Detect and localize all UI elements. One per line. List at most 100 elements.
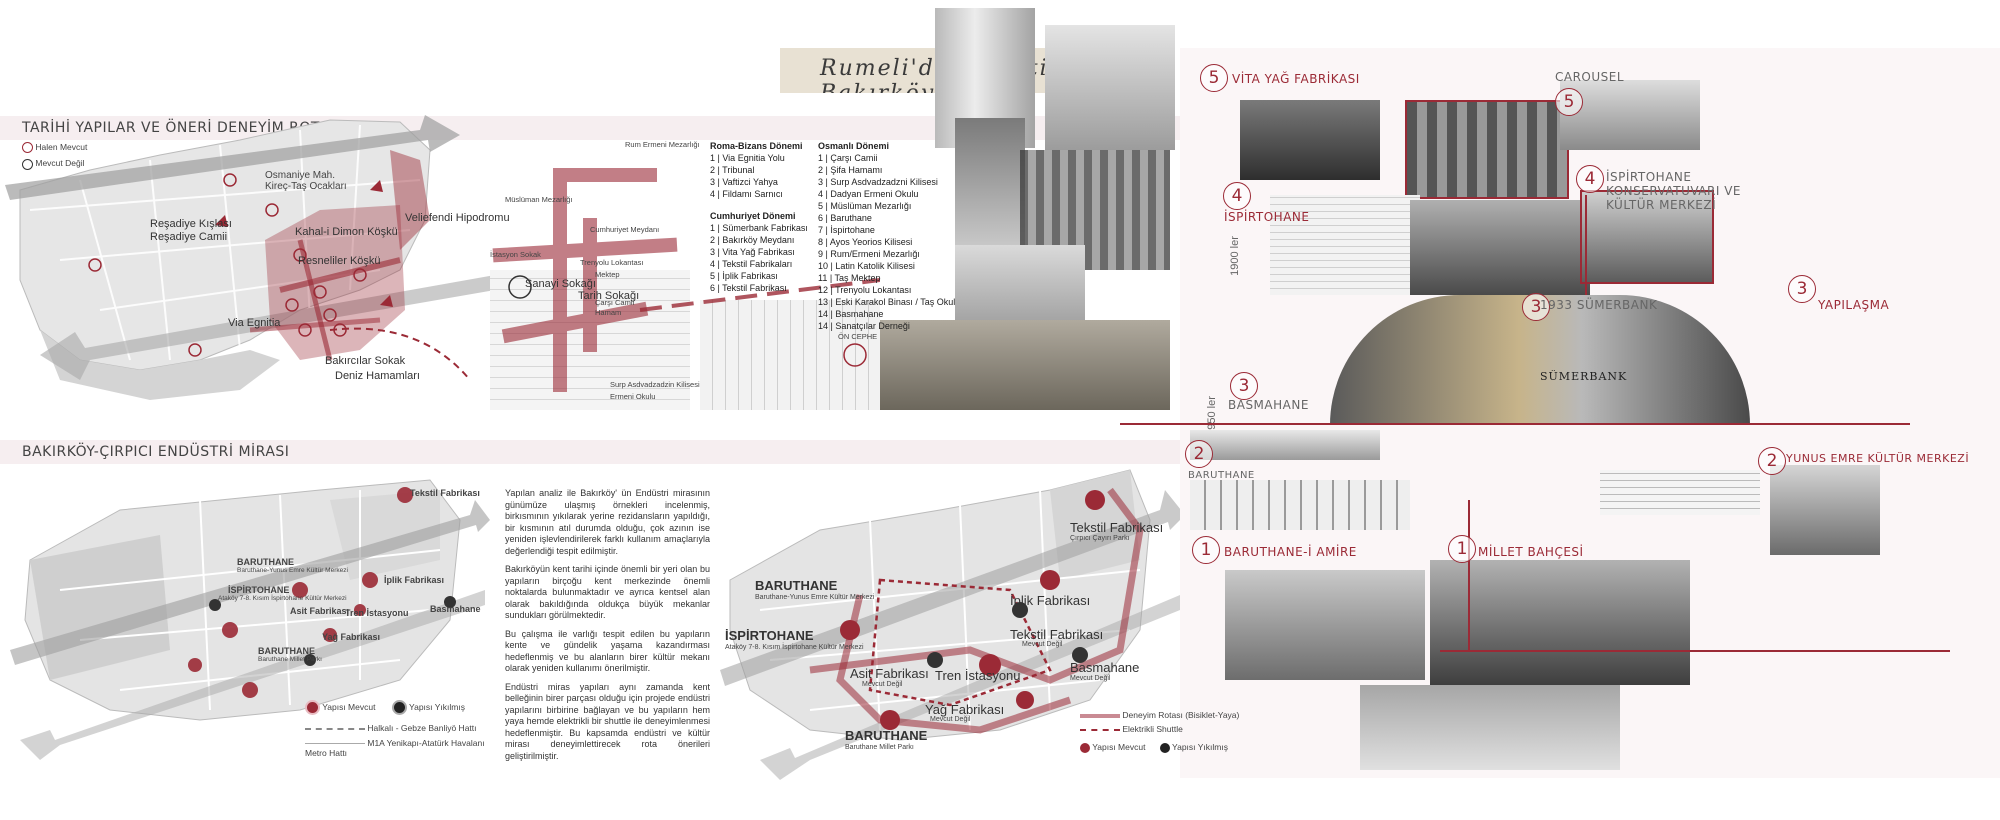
legend-item-route: Deneyim Rotası (Bisiklet-Yaya) (1080, 710, 1239, 720)
list-item: 13 | Eski Karakol Binası / Taş Okul (818, 297, 956, 307)
industrial-map-1 (10, 479, 490, 760)
legend-item-demolished: Yapısı Yıkılmış (1159, 742, 1228, 753)
metro-line-icon (305, 743, 365, 745)
timeline-title: VİTA YAĞ FABRİKASI (1232, 72, 1360, 86)
carousel-photo (1560, 80, 1700, 150)
ind-map2-label: Basmahane (1070, 660, 1140, 675)
ind-map1-label: İSPİRTOHANE (228, 585, 290, 595)
mosque-photo (1045, 25, 1175, 150)
vita-factory-photo (1240, 100, 1380, 180)
route-line-icon (1080, 713, 1120, 718)
ind-map2-label: Mevcut Değil (1070, 675, 1111, 682)
list-item: 12 | Trenyolu Lokantası (818, 285, 912, 295)
timeline-number: 5 (1555, 88, 1583, 116)
legend-item-rail: Halkalı - Gebze Banliyö Hattı (305, 723, 495, 733)
ind-map2-label: Asit Fabrikası (850, 666, 929, 681)
ind-map1-label: Baruthane-Yunus Emre Kültür Merkezi (237, 567, 348, 574)
ind-map2-label: BARUTHANE (755, 578, 838, 593)
roma-title: Roma-Bizans Dönemi (710, 141, 803, 151)
timeline-number: 5 (1200, 64, 1228, 92)
route-street-label: ÖN CEPHE (838, 332, 878, 341)
route-street-label: Tarih Sokağı (578, 290, 640, 302)
ind-map1-label: Ataköy 7-8. Kısım İspirtohane Kültür Mer… (218, 595, 347, 602)
timeline-title: BASMAHANE (1228, 398, 1309, 412)
historic-map-label: Osmaniye Mah. Kireç-Taş Ocakları (265, 170, 347, 192)
accent-line-horizontal (1120, 423, 1910, 425)
historic-map-label: Via Egnitia (228, 317, 281, 329)
route-legend: Deneyim Rotası (Bisiklet-Yaya) Elektrikl… (1080, 710, 1239, 753)
route-street-label: Hamam (595, 308, 622, 317)
industrial-legend: Yapısı Mevcut Yapısı Yıkılmış Halkalı - … (305, 700, 495, 758)
timeline-title: 1933 SÜMERBANK (1540, 298, 1658, 312)
list-item: 6 | Tekstil Fabrikası (710, 283, 787, 293)
route-street-label: Ermeni Okulu (610, 392, 656, 401)
list-item: 4 | Fildamı Sarnıcı (710, 189, 783, 199)
ind-map2-label: Mevcut Değil (862, 681, 903, 688)
paragraph: Bu çalışma ile varlığı tespit edilen bu … (505, 628, 710, 674)
legend-item-shuttle: Elektrikli Shuttle (1080, 724, 1239, 734)
rail-line-icon (305, 727, 365, 730)
spirit-factory-photo (1410, 200, 1590, 295)
legend-item-missing: Mevcut Değil (22, 158, 87, 170)
route-street-label: Rum Ermeni Mezarlığı (625, 140, 700, 149)
spirit-factory-drawing (1270, 195, 1420, 295)
accent-line-horizontal (1440, 650, 1950, 652)
historic-map (5, 115, 495, 400)
coast-photo (1360, 685, 1620, 770)
ind-map2-label: Ataköy 7-8. Kısım İspirtohane Kültür Mer… (725, 644, 864, 651)
list-item: 3 | Surp Asdvadzadzni Kilisesi (818, 177, 938, 187)
facade-sketch-2 (700, 300, 880, 410)
historic-map-label: Deniz Hamamları (335, 370, 420, 382)
list-item: 14 | Sanatçılar Derneği (818, 321, 910, 331)
historic-map-label: Veliefendi Hipodromu (405, 212, 510, 224)
demolished-building-icon (1159, 742, 1170, 753)
ind-map2-label: Tren İstasyonu (935, 668, 1021, 683)
list-item: 1 | Sümerbank Fabrikası (710, 223, 808, 233)
list-item: 2 | Şifa Hamamı (818, 165, 883, 175)
ind-map1-label: Basmahane (430, 604, 481, 614)
timeline-title: MİLLET BAHÇESİ (1478, 545, 1584, 559)
list-item: 5 | Müslüman Mezarlığı (818, 201, 912, 211)
timeline-title: YUNUS EMRE KÜLTÜR MERKEZİ (1786, 452, 1970, 465)
cumhuriyet-title: Cumhuriyet Dönemi (710, 211, 796, 221)
list-item: 2 | Bakırköy Meydanı (710, 235, 795, 245)
route-street-label: Mektep (595, 270, 620, 279)
list-item: 14 | Basmahane (818, 309, 884, 319)
historic-legend: Halen Mevcut Mevcut Değil (22, 142, 87, 170)
millet-bahcesi-photo (1430, 560, 1690, 685)
list-item: 2 | Tribunal (710, 165, 755, 175)
baruthane-aerial-photo (1225, 570, 1425, 680)
timeline-title: BARUTHANE-İ AMİRE (1224, 545, 1357, 559)
timeline-number: 3 (1522, 293, 1550, 321)
ind-map1-label: BARUTHANE (258, 646, 315, 656)
osmanli-title: Osmanlı Dönemi (818, 141, 890, 151)
period-list-osmanli: Osmanlı Dönemi 1 | Çarşı Camii 2 | Şifa … (818, 140, 955, 332)
list-item: 6 | Baruthane (818, 213, 872, 223)
timeline-title: İSPİRTOHANE (1224, 210, 1310, 224)
list-item: 3 | Vita Yağ Fabrikası (710, 247, 795, 257)
list-item: 9 | Rum/Ermeni Mezarlığı (818, 249, 920, 259)
timeline-number: 3 (1230, 372, 1258, 400)
historic-map-label: Kahal-i Dimon Köşkü (295, 226, 398, 238)
route-street-label: Müslüman Mezarlığı (505, 195, 573, 204)
timeline-number: 2 (1185, 440, 1213, 468)
legend-item-standing: Yapısı Mevcut (305, 700, 375, 715)
standing-building-icon (305, 700, 320, 715)
list-item: 8 | Ayos Yeorios Kilisesi (818, 237, 913, 247)
legend-item-existing: Halen Mevcut (22, 142, 87, 154)
industrial-description: Yapılan analiz ile Bakırköy' ün Endüstri… (505, 488, 710, 769)
section-drawing (1600, 470, 1760, 515)
timeline-title: İSPİRTOHANE KONSERVATUVARI VE KÜLTÜR MER… (1606, 170, 1741, 212)
paragraph: Yapılan analiz ile Bakırköy' ün Endüstri… (505, 488, 710, 556)
timeline-number: 1 (1192, 536, 1220, 564)
timeline-number: 4 (1576, 165, 1604, 193)
ind-map1-label: Tekstil Fabrikası (410, 488, 480, 498)
route-street-label: Çarşı Camii (595, 298, 635, 307)
list-item: 7 | İspirtohane (818, 225, 875, 235)
ind-map2-label: Baruthane Millet Parkı (845, 744, 914, 751)
legend-item-standing: Yapısı Mevcut (1080, 742, 1145, 753)
list-item: 1 | Çarşı Camii (818, 153, 878, 163)
ind-map1-label: Asit Fabrikası (290, 606, 350, 616)
standing-building-icon (1080, 742, 1090, 753)
timeline-title: YAPILAŞMA (1818, 298, 1890, 312)
